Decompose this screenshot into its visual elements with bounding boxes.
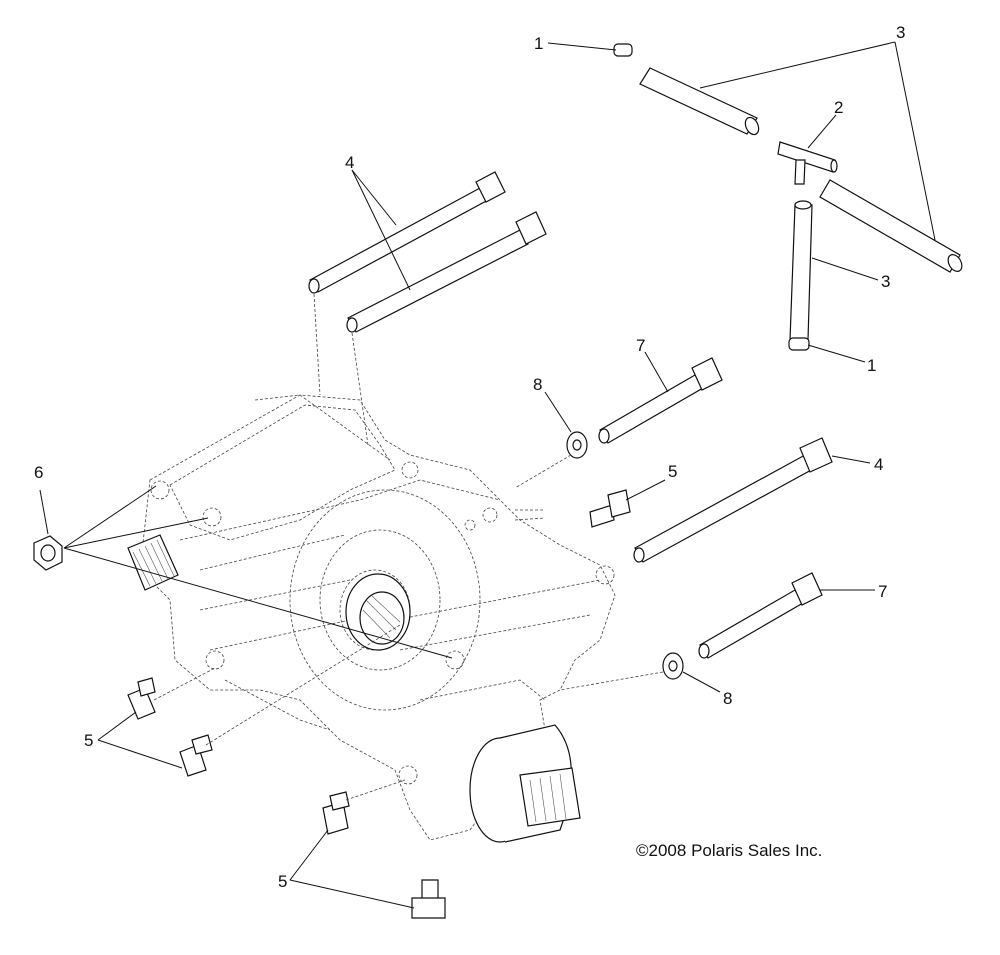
callout-3: 3 bbox=[896, 23, 905, 42]
long-bolt-1 bbox=[308, 171, 506, 294]
callout-1: 1 bbox=[534, 34, 543, 53]
hose-vertical bbox=[789, 200, 813, 341]
hose-clamp-lower bbox=[788, 337, 810, 351]
callout-7: 7 bbox=[878, 582, 887, 601]
tee-fitting bbox=[777, 141, 838, 185]
callout-labels: 1 1 2 3 3 4 4 5 5 5 6 7 7 8 8 bbox=[34, 23, 905, 891]
callout-8: 8 bbox=[723, 689, 732, 708]
callout-4: 4 bbox=[874, 455, 883, 474]
copyright-notice: ©2008 Polaris Sales Inc. bbox=[636, 841, 823, 860]
short-bolt-b bbox=[127, 677, 156, 720]
washer-upper bbox=[566, 431, 588, 459]
long-bolt-2 bbox=[346, 211, 547, 333]
output-flange bbox=[469, 724, 581, 843]
hose-clamp-upper bbox=[613, 43, 633, 57]
callout-6: 6 bbox=[34, 463, 43, 482]
leader-lines bbox=[39, 41, 936, 909]
long-bolt-3 bbox=[633, 437, 833, 563]
hex-nut bbox=[33, 535, 63, 571]
short-bolt-c bbox=[179, 734, 213, 777]
input-spline-shaft bbox=[127, 534, 179, 591]
short-bolt-d bbox=[322, 791, 350, 835]
callout-5: 5 bbox=[668, 462, 677, 481]
callout-4: 4 bbox=[345, 153, 354, 172]
callout-5: 5 bbox=[278, 872, 287, 891]
center-bearing bbox=[345, 573, 411, 651]
bolt-7-lower bbox=[698, 572, 823, 659]
callout-2: 2 bbox=[834, 98, 843, 117]
washer-lower bbox=[662, 652, 684, 680]
callout-1: 1 bbox=[867, 356, 876, 375]
short-bolt-e bbox=[411, 879, 446, 919]
callout-3: 3 bbox=[881, 272, 890, 291]
hose-right bbox=[819, 179, 963, 273]
short-bolt-a bbox=[589, 489, 631, 528]
callout-8: 8 bbox=[533, 375, 542, 394]
callout-7: 7 bbox=[636, 336, 645, 355]
callout-5: 5 bbox=[84, 731, 93, 750]
hose-upper bbox=[639, 67, 760, 136]
bolt-7-upper bbox=[598, 357, 723, 444]
